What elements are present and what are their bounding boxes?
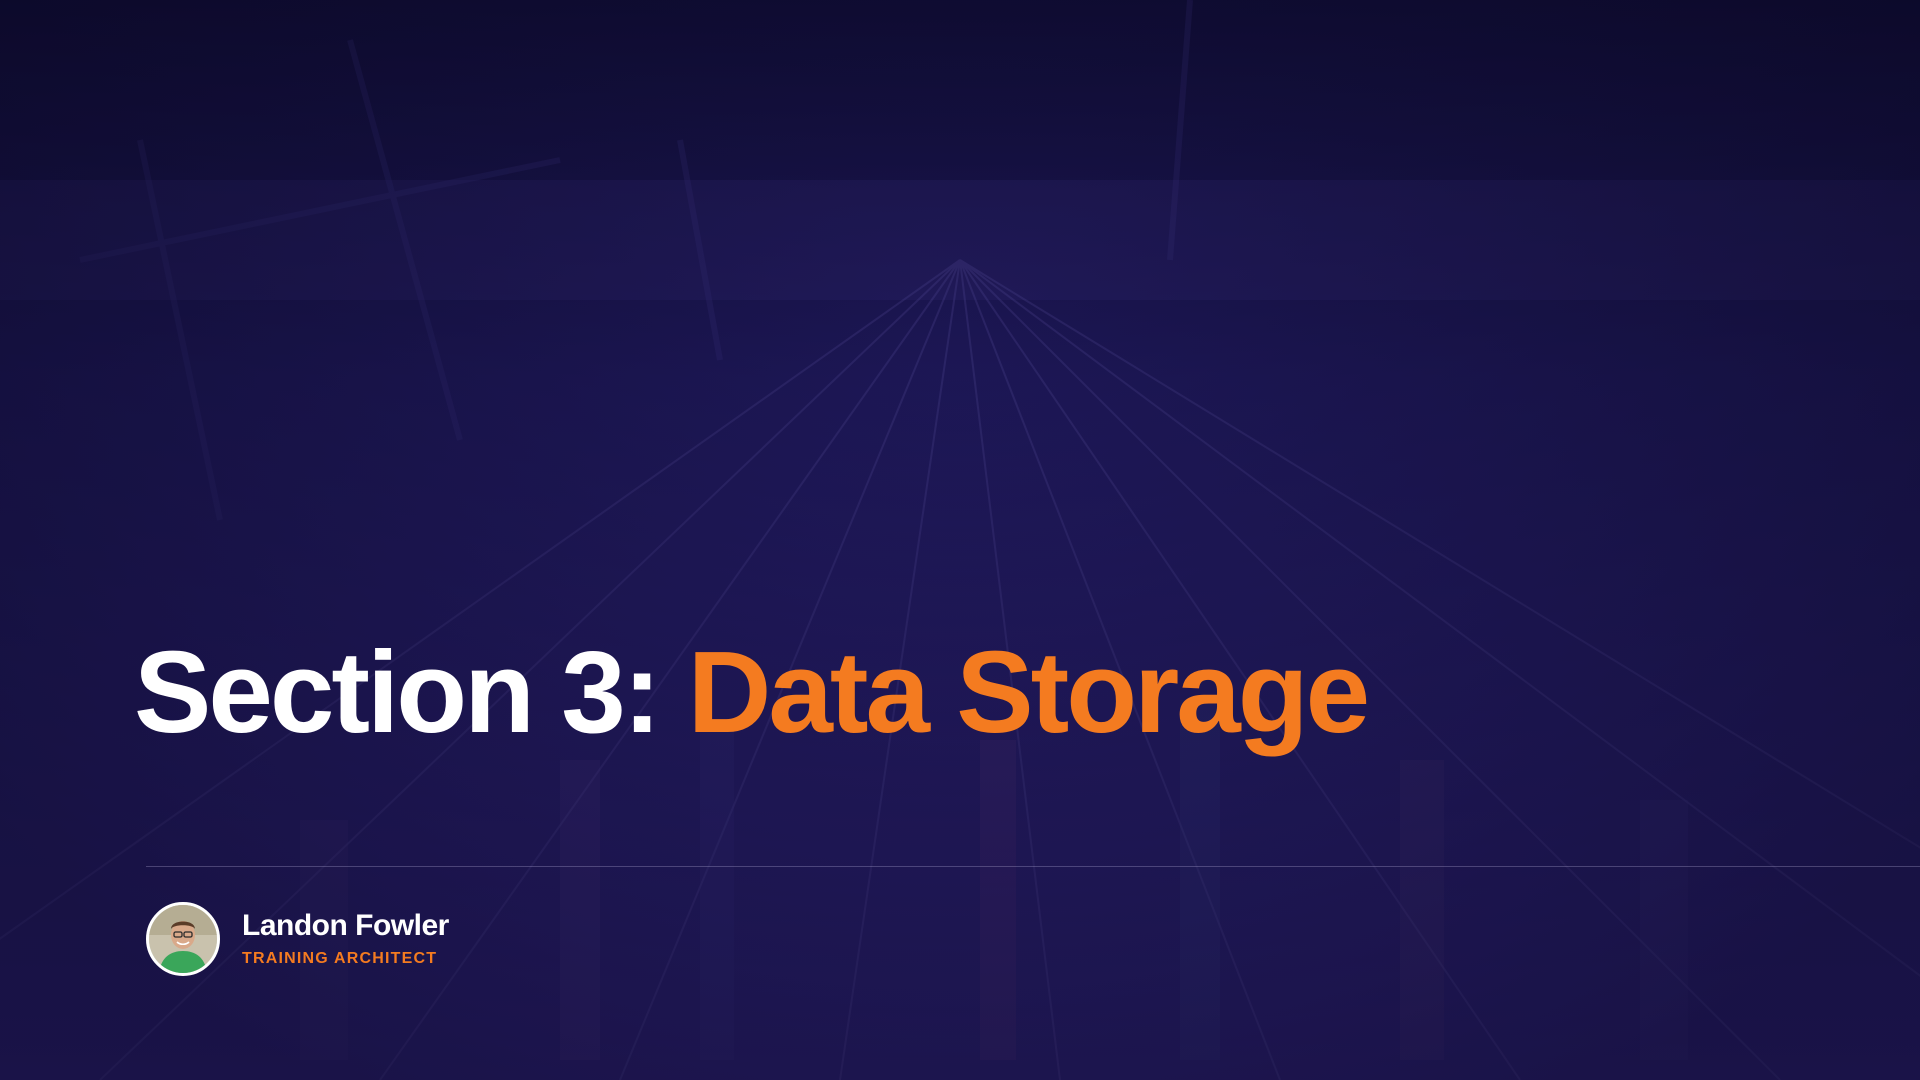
presenter-name: Landon Fowler bbox=[242, 909, 449, 942]
presenter-role: TRAINING ARCHITECT bbox=[242, 950, 438, 967]
presenter-photo-icon bbox=[149, 905, 217, 973]
divider-line bbox=[146, 866, 1920, 867]
title-section-label: Section 3: bbox=[134, 627, 688, 757]
presenter-avatar bbox=[146, 902, 220, 976]
presenter-info: Landon Fowler TRAINING ARCHITECT bbox=[146, 902, 449, 976]
slide-title: Section 3: Data Storage bbox=[134, 622, 1371, 762]
title-section-name: Data Storage bbox=[687, 627, 1371, 757]
presenter-text: Landon Fowler TRAINING ARCHITECT bbox=[242, 908, 449, 970]
